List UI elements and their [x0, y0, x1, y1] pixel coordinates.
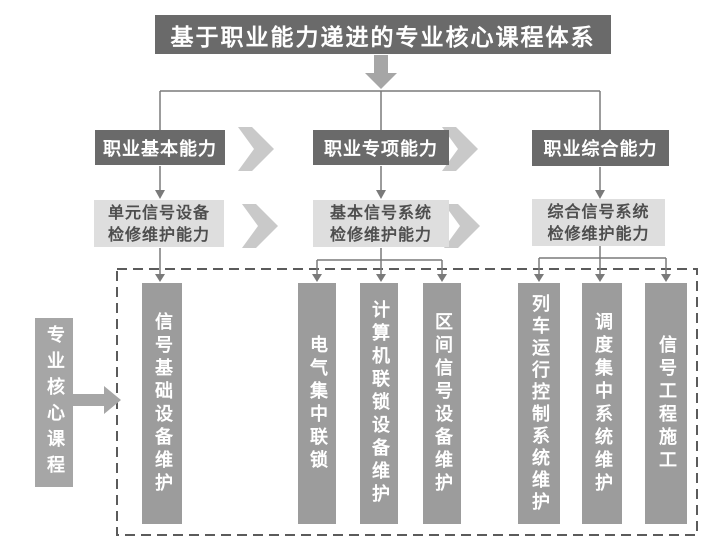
side-right-arrow-icon	[73, 386, 121, 414]
course-bar: 列车运行控制系统维护	[518, 283, 560, 524]
course-bar: 区间信号设备维护	[423, 283, 461, 524]
diagram-title: 基于职业能力递进的专业核心课程体系	[155, 15, 611, 54]
ability-to-competency-arrows	[155, 166, 605, 199]
competency-line: 检修维护能力	[329, 224, 432, 244]
competency-line: 检修维护能力	[107, 224, 210, 244]
course-bar: 信号工程施工	[645, 283, 687, 524]
chevron-right-icon	[242, 204, 278, 248]
course-bar: 电气集中联锁	[298, 283, 336, 524]
title-down-arrow-icon	[365, 55, 397, 89]
course-label: 信号工程施工	[656, 334, 677, 473]
course-bar: 计算机联锁设备维护	[360, 283, 398, 524]
branch-special-connector	[312, 248, 447, 282]
branch-comprehensive-connector	[534, 246, 671, 282]
side-label-box: 专业核心课程	[35, 318, 73, 487]
course-bar: 调度集中系统维护	[582, 283, 622, 524]
competency-line: 单元信号设备	[107, 202, 210, 222]
competency-box-basic: 单元信号设备 检修维护能力	[94, 200, 224, 247]
competency-line: 检修维护能力	[547, 223, 650, 243]
competency-line: 综合信号系统	[547, 201, 650, 221]
course-label: 区间信号设备维护	[432, 311, 453, 496]
ability-box-basic: 职业基本能力	[95, 130, 225, 165]
competency-box-comprehensive: 综合信号系统 检修维护能力	[532, 199, 665, 246]
course-label: 信号基础设备维护	[152, 311, 173, 496]
competency-line: 基本信号系统	[329, 202, 432, 222]
competency-box-special: 基本信号系统 检修维护能力	[313, 200, 449, 247]
course-label: 计算机联锁设备维护	[369, 300, 390, 507]
chevron-right-icon	[442, 127, 478, 171]
top-tree-connector	[159, 90, 601, 130]
chevron-right-icon	[444, 204, 480, 248]
chevron-right-icon	[238, 127, 274, 171]
course-label: 调度集中系统维护	[592, 311, 613, 496]
ability-box-special: 职业专项能力	[313, 130, 449, 165]
course-label: 列车运行控制系统维护	[529, 293, 550, 514]
course-label: 电气集中联锁	[307, 334, 328, 473]
branch-basic-connector	[155, 248, 165, 282]
ability-box-comprehensive: 职业综合能力	[532, 130, 669, 166]
side-label: 专业核心课程	[44, 324, 65, 481]
course-bar: 信号基础设备维护	[142, 283, 182, 524]
